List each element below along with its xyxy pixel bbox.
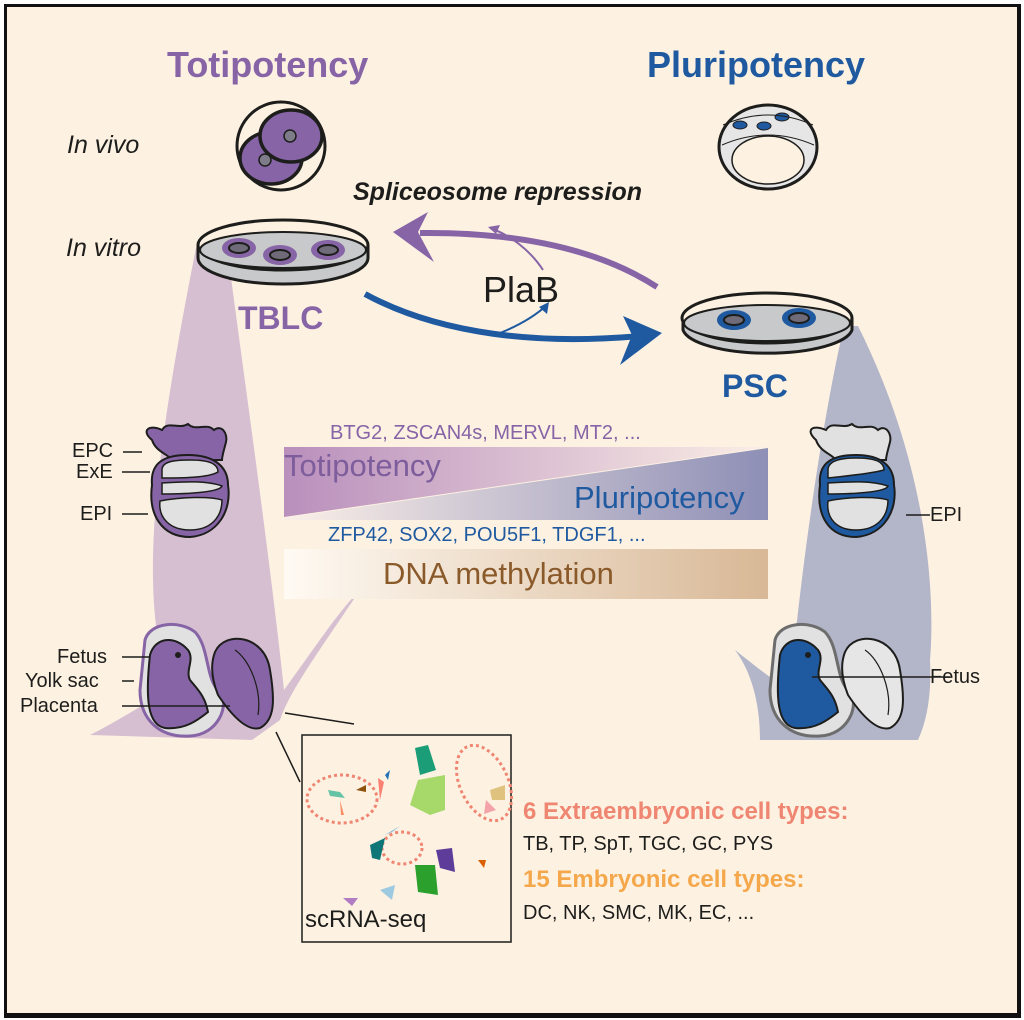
tblc-culture-dish-icon <box>196 218 370 286</box>
scrna-seq-umap-panel <box>301 734 514 943</box>
umap-cluster <box>454 743 514 823</box>
tblc-label: TBLC <box>238 300 324 336</box>
pluripotency-genes: ZFP42, SOX2, POU5F1, TDGF1, ... <box>328 524 646 546</box>
embryonic-cell-types-heading: 15 Embryonic cell types: <box>523 866 805 893</box>
pluripotency-band-label: Pluripotency <box>574 480 745 515</box>
methylation-gradient-band <box>284 549 768 599</box>
totipotency-gradient-band <box>284 447 768 517</box>
psc-culture-dish-icon <box>680 291 854 355</box>
extraembryonic-cell-types-list: TB, TP, SpT, TGC, GC, PYS <box>523 833 774 855</box>
epc-label: EPC <box>72 440 114 462</box>
embryonic-cell-types-list: DC, NK, SMC, MK, EC, ... <box>523 902 755 924</box>
scrna-seq-label: scRNA-seq <box>305 906 427 933</box>
plab-label: PlaB <box>483 269 560 310</box>
extraembryonic-cell-types-heading: 6 Extraembryonic cell types: <box>523 798 849 825</box>
fetus-label-left: Fetus <box>57 646 108 668</box>
blastocyst-icon <box>717 103 819 191</box>
in-vivo-label: In vivo <box>67 131 140 159</box>
spliceosome-repression-label: Spliceosome repression <box>353 178 643 206</box>
right-fetus-placenta-icon <box>768 622 904 738</box>
left-egg-cylinder-embryo-icon <box>145 422 230 539</box>
right-egg-cylinder-embryo-icon <box>809 422 896 539</box>
pluripotency-gradient-band <box>284 448 768 520</box>
psc-to-tblc-arrow <box>393 212 659 290</box>
fetus-label-right: Fetus <box>930 666 981 688</box>
plab-inhibition-arrows <box>488 225 549 334</box>
placenta-label: Placenta <box>20 695 98 717</box>
two-cell-embryo-icon <box>235 100 327 192</box>
in-vitro-label: In vitro <box>66 234 142 262</box>
tblc-to-psc-arrow <box>363 291 662 365</box>
label-leader-lines <box>122 451 950 783</box>
pluripotency-heading: Pluripotency <box>647 44 866 85</box>
psc-label: PSC <box>722 368 788 404</box>
totipotency-heading: Totipotency <box>167 44 369 85</box>
exe-label: ExE <box>76 461 113 483</box>
yolk-sac-label: Yolk sac <box>25 670 99 692</box>
dna-methylation-label: DNA methylation <box>383 556 614 591</box>
totipotency-band-label: Totipotency <box>284 448 441 483</box>
epi-label-left: EPI <box>80 503 113 525</box>
epi-label-right: EPI <box>930 504 963 526</box>
umap-cluster <box>305 773 379 825</box>
totipotency-genes: BTG2, ZSCAN4s, MERVL, MT2, ... <box>330 422 641 444</box>
